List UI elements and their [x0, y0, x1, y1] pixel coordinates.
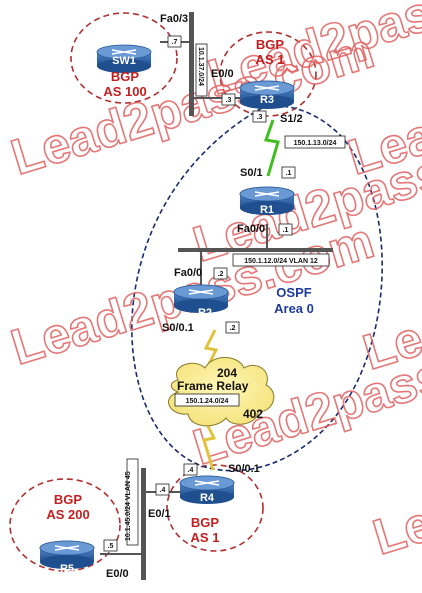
svg-text:.3: .3: [257, 114, 263, 121]
ospf-area0-label: OSPF Area 0: [274, 285, 314, 316]
ospf-area0-boundary: [131, 105, 383, 472]
bgp-as1-top-label: BGP AS 1: [256, 37, 285, 67]
bgp-as100-label: BGP AS 100: [103, 69, 146, 99]
host-id-r3-e00: .3: [221, 93, 236, 106]
svg-text:BGP: BGP: [54, 492, 83, 507]
svg-text:.4: .4: [160, 487, 166, 494]
host-id-r2-fa00: .2: [213, 267, 228, 280]
sw1-fa03-label: Fa0/3: [160, 13, 188, 25]
svg-text:.7: .7: [172, 39, 178, 46]
svg-text:10.1.45.0/24 VLAN 45: 10.1.45.0/24 VLAN 45: [125, 471, 132, 541]
r2-s001-label: S0/0.1: [162, 322, 194, 334]
router-r2: R2: [173, 284, 229, 319]
svg-text:AS 1: AS 1: [256, 52, 285, 67]
r1-s01-label: S0/1: [240, 167, 263, 179]
svg-text:150.1.24.0/24: 150.1.24.0/24: [186, 398, 229, 405]
subnet-r4-r5: 10.1.45.0/24 VLAN 45: [125, 458, 139, 546]
svg-text:150.1.13.0/24: 150.1.13.0/24: [294, 140, 337, 147]
subnet-sw1-r3: 10.1.37.0/24: [195, 43, 208, 97]
host-id-r3-s12: .3: [252, 110, 267, 123]
host-id-r1-fa00: .1: [278, 223, 293, 236]
frame-relay-label: Frame Relay: [177, 379, 249, 393]
host-id-r4-s001: .4: [183, 463, 198, 476]
r4-e01-label: E0/1: [148, 508, 171, 520]
svg-text:R3: R3: [260, 94, 274, 106]
serial-link-frame-relay-r4: [202, 419, 217, 471]
r5-e00-label: E0/0: [106, 568, 129, 580]
frame-relay-cloud: [168, 357, 275, 427]
serial-link-r2-frame-relay: [203, 329, 219, 373]
svg-text:10.1.37.0/24: 10.1.37.0/24: [197, 47, 204, 86]
svg-text:BGP: BGP: [256, 37, 285, 52]
host-id-sw1: .7: [167, 35, 182, 48]
svg-text:R2: R2: [198, 307, 212, 319]
subnet-frame-relay: 150.1.24.0/24: [174, 393, 240, 407]
svg-text:AS 100: AS 100: [103, 84, 146, 99]
r3-e00-label: E0/0: [211, 68, 234, 80]
r1-fa00-label: Fa0/0: [237, 223, 265, 235]
bgp-as200-boundary: [9, 478, 121, 572]
router-r5: R5: [39, 540, 95, 575]
subnet-r1-r2: 150.1.12.0/24 VLAN 12: [232, 253, 330, 267]
frame-relay-dlci-204: 204: [217, 366, 237, 380]
bgp-as1-bottom-label: BGP AS 1: [191, 515, 220, 545]
svg-text:.2: .2: [230, 325, 236, 332]
bgp-as200-label: BGP AS 200: [46, 492, 89, 522]
svg-text:.1: .1: [283, 227, 289, 234]
svg-text:.4: .4: [188, 467, 194, 474]
router-r1: R1: [239, 186, 295, 216]
r3-s12-label: S1/2: [280, 113, 303, 125]
svg-text:.3: .3: [226, 97, 232, 104]
router-r4: R4: [179, 475, 235, 504]
segment-r1-r2: [178, 224, 333, 285]
svg-text:SW1: SW1: [112, 55, 136, 67]
svg-text:AS 1: AS 1: [191, 530, 220, 545]
svg-text:150.1.12.0/24 VLAN 12: 150.1.12.0/24 VLAN 12: [244, 258, 318, 265]
svg-text:R5: R5: [60, 563, 74, 575]
router-r3: R3: [239, 80, 295, 109]
serial-link-r3-r1: [263, 119, 280, 177]
bgp-as1-bottom-boundary: [166, 464, 264, 552]
svg-text:R4: R4: [200, 492, 215, 504]
r2-fa00-label: Fa0/0: [174, 267, 202, 279]
svg-text:AS 200: AS 200: [46, 507, 89, 522]
svg-text:Area 0: Area 0: [274, 301, 314, 316]
frame-relay-dlci-402: 402: [243, 407, 263, 421]
host-id-r2-s001: .2: [225, 321, 240, 334]
r4-s001-label: S0/0.1: [228, 463, 260, 475]
svg-text:Lead2pass.com: Lead2pass.com: [367, 402, 422, 565]
svg-text:.1: .1: [286, 170, 292, 177]
svg-text:.5: .5: [108, 543, 114, 550]
svg-text:BGP: BGP: [191, 515, 220, 530]
svg-text:OSPF: OSPF: [276, 285, 311, 300]
bgp-as100-boundary: [70, 12, 178, 104]
host-id-r4-e01: .4: [155, 483, 170, 496]
svg-text:.2: .2: [218, 271, 224, 278]
router-sw1: SW1: [96, 44, 152, 73]
host-id-r5-e00: .5: [103, 539, 118, 552]
svg-text:BGP: BGP: [111, 69, 140, 84]
bgp-as1-top-boundary: [219, 31, 317, 117]
svg-text:R1: R1: [260, 204, 274, 216]
subnet-r3-r1: 150.1.13.0/24: [284, 135, 346, 149]
host-id-r1-s01: .1: [281, 166, 296, 179]
